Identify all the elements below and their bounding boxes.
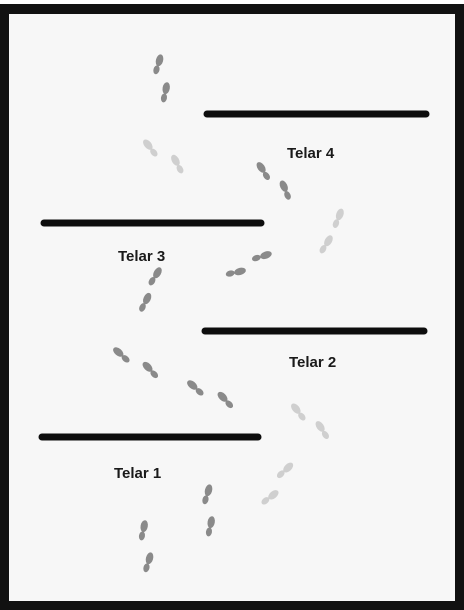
label-telar-2: Telar 2	[289, 354, 337, 371]
footprint-icon	[279, 180, 291, 200]
label-telar-3: Telar 3	[118, 248, 166, 265]
footprint-path	[113, 54, 344, 573]
footprint-icon	[160, 82, 170, 103]
room-border	[0, 4, 464, 610]
footprint-icon	[256, 162, 271, 180]
footprint-icon	[143, 139, 158, 157]
footprint-icon	[202, 484, 213, 505]
footprint-icon	[225, 267, 246, 277]
footprint-icon	[138, 520, 148, 541]
footprint-icon	[291, 403, 306, 421]
footprint-icon	[205, 516, 215, 537]
label-telar-1: Telar 1	[114, 465, 162, 482]
footprint-icon	[217, 391, 234, 409]
footprint-icon	[315, 421, 330, 439]
footprint-icon	[171, 154, 184, 174]
footprint-icon	[148, 267, 162, 286]
footprint-icon	[142, 361, 159, 379]
footprint-icon	[139, 292, 152, 312]
footprint-icon	[319, 235, 333, 254]
footprint-icon	[113, 347, 130, 363]
footprint-icon	[332, 208, 344, 228]
footprint-icon	[187, 380, 204, 396]
footprint-icon	[153, 54, 164, 75]
footprint-icon	[252, 251, 272, 262]
label-telar-4: Telar 4	[287, 145, 335, 162]
footprint-icon	[276, 462, 294, 479]
footprint-icon	[143, 552, 154, 573]
footprint-icon	[261, 490, 279, 505]
